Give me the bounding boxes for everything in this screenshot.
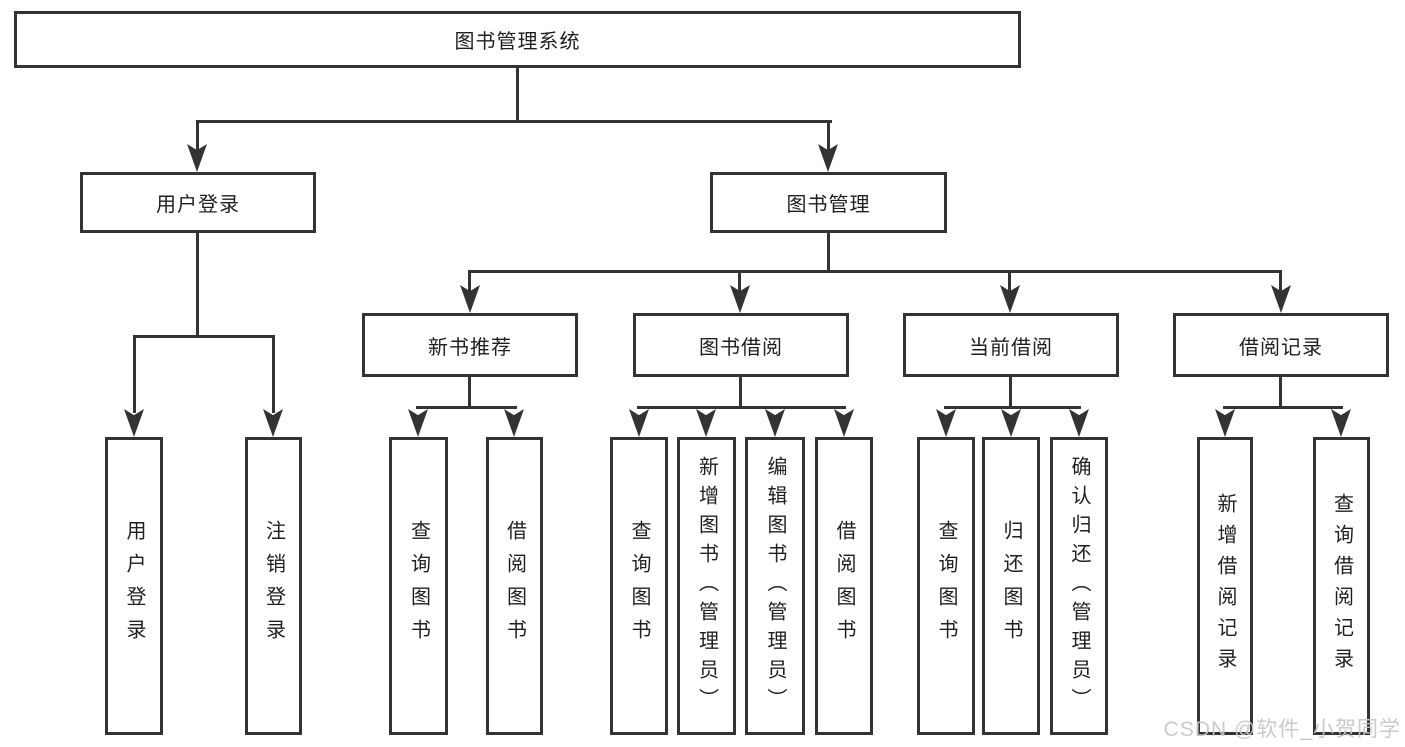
leaf-add-books-admin-label: 新增图书（管理员） <box>695 455 718 717</box>
arrowhead-edit-books-icon <box>765 409 785 437</box>
leaf-query-books-1: 查询图书 <box>389 437 448 735</box>
leaf-user-login-label: 用户登录 <box>123 520 145 652</box>
leaf-confirm-return-admin: 确认归还（管理员） <box>1050 437 1108 735</box>
connector-root-rail <box>196 120 832 123</box>
arrowhead-query-books-3-icon <box>936 409 956 437</box>
leaf-logout-label: 注销登录 <box>262 520 285 652</box>
connector-current-borrowing-rail <box>944 406 1081 409</box>
arrowhead-add-books-icon <box>696 409 716 437</box>
leaf-confirm-return-admin-label: 确认归还（管理员） <box>1068 455 1090 717</box>
leaf-query-books-1-label: 查询图书 <box>407 520 430 652</box>
leaf-edit-books-admin: 编辑图书（管理员） <box>745 437 805 735</box>
node-user-login: 用户登录 <box>80 172 316 233</box>
leaf-borrow-books-1: 借阅图书 <box>486 437 543 735</box>
arrowhead-confirm-return-icon <box>1069 409 1089 437</box>
arrowhead-query-books-1-icon <box>408 409 428 437</box>
connector-borrowing-records-rail <box>1223 406 1343 409</box>
arrowhead-return-books-icon <box>1001 409 1021 437</box>
connector-new-book-stem <box>468 377 471 409</box>
connector-book-borrowing-stem <box>739 377 742 409</box>
connector-drop-leaf-user-login <box>133 335 136 413</box>
connector-drop-new-book <box>468 270 471 292</box>
connector-book-borrowing-rail <box>637 406 846 409</box>
leaf-add-borrow-record: 新增借阅记录 <box>1197 437 1253 735</box>
connector-drop-borrowing-records <box>1279 270 1282 292</box>
connector-new-book-rail <box>416 406 517 409</box>
connector-drop-book-borrowing <box>738 270 741 292</box>
connector-drop-current-borrowing <box>1008 270 1011 292</box>
leaf-query-books-2: 查询图书 <box>610 437 668 735</box>
arrowhead-borrow-books-2-icon <box>834 409 854 437</box>
node-book-management: 图书管理 <box>710 172 947 233</box>
leaf-return-books: 归还图书 <box>982 437 1040 735</box>
node-borrowing-records: 借阅记录 <box>1173 313 1389 377</box>
connector-user-login-stem <box>196 233 199 335</box>
node-book-borrowing: 图书借阅 <box>633 313 849 377</box>
leaf-query-borrow-record: 查询借阅记录 <box>1313 437 1370 735</box>
arrowhead-query-books-2-icon <box>629 409 649 437</box>
watermark: CSDN @软件_小贺同学 <box>1163 718 1401 741</box>
connector-current-borrowing-stem <box>1009 377 1012 409</box>
node-new-book-recommendation: 新书推荐 <box>362 313 578 377</box>
connector-root-stem <box>516 68 519 120</box>
arrowhead-borrow-books-1-icon <box>504 409 524 437</box>
leaf-borrow-books-2: 借阅图书 <box>815 437 873 735</box>
connector-borrowing-records-stem <box>1279 377 1282 409</box>
leaf-query-books-2-label: 查询图书 <box>628 520 650 652</box>
leaf-edit-books-admin-label: 编辑图书（管理员） <box>764 455 786 717</box>
leaf-query-books-3: 查询图书 <box>917 437 975 735</box>
leaf-return-books-label: 归还图书 <box>1000 520 1022 652</box>
leaf-user-login: 用户登录 <box>105 437 163 735</box>
arrowhead-leaf-logout-icon <box>263 409 283 437</box>
leaf-query-borrow-record-label: 查询借阅记录 <box>1330 493 1353 679</box>
connector-drop-user-login <box>196 120 199 150</box>
leaf-add-books-admin: 新增图书（管理员） <box>677 437 736 735</box>
connector-drop-book-management <box>827 120 830 150</box>
leaf-borrow-books-1-label: 借阅图书 <box>503 520 526 652</box>
connector-book-management-stem <box>827 233 830 270</box>
connector-drop-leaf-logout <box>272 335 275 413</box>
arrowhead-add-record-icon <box>1215 409 1235 437</box>
node-current-borrowing: 当前借阅 <box>903 313 1119 377</box>
leaf-query-books-3-label: 查询图书 <box>935 520 957 652</box>
arrowhead-leaf-user-login-icon <box>124 409 144 437</box>
leaf-borrow-books-2-label: 借阅图书 <box>833 520 855 652</box>
connector-book-management-rail <box>468 270 1282 273</box>
leaf-logout: 注销登录 <box>245 437 302 735</box>
leaf-add-borrow-record-label: 新增借阅记录 <box>1214 493 1236 679</box>
arrowhead-query-record-icon <box>1331 409 1351 437</box>
node-library-management-system: 图书管理系统 <box>14 11 1021 68</box>
connector-user-login-rail <box>133 335 275 338</box>
